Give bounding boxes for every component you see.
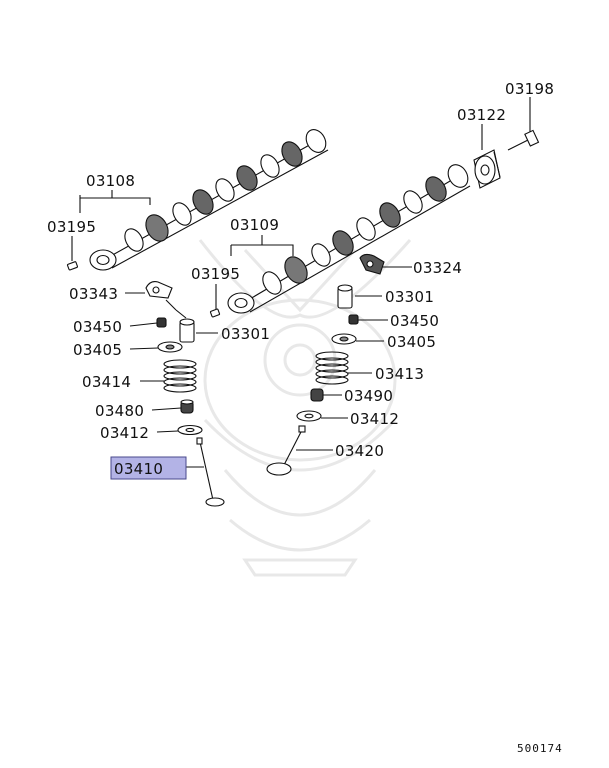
spring-seat-right[interactable]	[296, 410, 322, 422]
bolt-part[interactable]	[507, 129, 540, 151]
camshaft-right[interactable]	[227, 161, 472, 314]
samurai-helmet-icon	[198, 239, 412, 577]
label-03480[interactable]: 03480	[95, 402, 144, 420]
label-03490[interactable]: 03490	[344, 387, 393, 405]
valve-spring-left[interactable]	[163, 359, 197, 393]
label-03413[interactable]: 03413	[375, 365, 424, 383]
label-03405-right[interactable]: 03405	[387, 333, 436, 351]
rocker-arm[interactable]	[145, 281, 173, 299]
label-03414[interactable]: 03414	[82, 373, 131, 391]
label-03198[interactable]: 03198	[505, 80, 554, 98]
label-03405-left[interactable]: 03405	[73, 341, 122, 359]
diagram-code: 500174	[517, 742, 563, 755]
dowel-pin-right[interactable]	[209, 308, 221, 318]
camshaft-left[interactable]	[89, 126, 330, 271]
label-03301-left[interactable]: 03301	[221, 325, 270, 343]
lash-adjuster-left[interactable]	[165, 299, 195, 343]
dowel-pin-left[interactable]	[66, 261, 78, 271]
lash-adjuster-right[interactable]	[337, 284, 353, 309]
label-03109[interactable]: 03109	[230, 216, 279, 234]
exhaust-valve[interactable]	[196, 437, 225, 507]
valve-spring-right[interactable]	[315, 351, 349, 385]
label-03410[interactable]: 03410	[114, 460, 163, 478]
leader-lines	[71, 97, 531, 468]
rocker-arm-right[interactable]	[359, 253, 385, 275]
spring-retainer-right[interactable]	[331, 333, 357, 345]
label-03324[interactable]: 03324	[413, 259, 462, 277]
label-03343[interactable]: 03343	[69, 285, 118, 303]
cam-position-plate[interactable]	[473, 149, 501, 189]
stem-seal-right[interactable]	[348, 314, 359, 325]
label-03450-right[interactable]: 03450	[390, 312, 439, 330]
highlight-box-03410[interactable]	[110, 456, 187, 480]
label-03420[interactable]: 03420	[335, 442, 384, 460]
valve-stem-seal-left[interactable]	[180, 399, 194, 414]
label-03122[interactable]: 03122	[457, 106, 506, 124]
label-03412-right[interactable]: 03412	[350, 410, 399, 428]
spring-retainer-left[interactable]	[157, 341, 183, 353]
stem-seal-left[interactable]	[156, 317, 167, 328]
label-03412-left[interactable]: 03412	[100, 424, 149, 442]
intake-valve[interactable]	[266, 425, 306, 476]
label-03301-right[interactable]: 03301	[385, 288, 434, 306]
label-03108[interactable]: 03108	[86, 172, 135, 190]
label-03195-left[interactable]: 03195	[47, 218, 96, 236]
label-03195-right[interactable]: 03195	[191, 265, 240, 283]
label-03450-left[interactable]: 03450	[73, 318, 122, 336]
valve-stem-seal-right[interactable]	[310, 388, 324, 402]
spring-seat-left[interactable]	[177, 424, 203, 436]
part-labels: 03198 03122 03108 03195 03109 03195 0332…	[47, 80, 554, 478]
